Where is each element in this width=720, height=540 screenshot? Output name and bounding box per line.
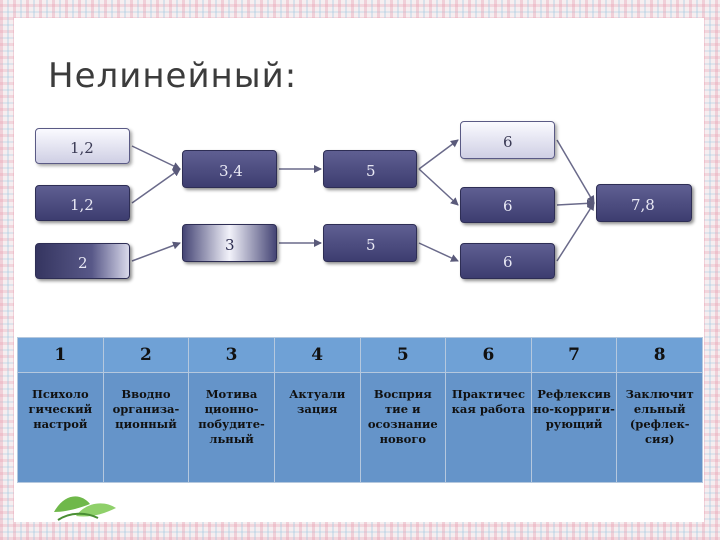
stage-number: 1 [17, 337, 104, 373]
node-label: 2 [78, 254, 88, 272]
stage-name: Восприя тие и осознание нового [359, 372, 447, 483]
node-label: 6 [503, 133, 513, 151]
connector-arrow-c2-d3 [418, 242, 459, 262]
stage-node-2: 2 [35, 243, 130, 279]
stage-node-6-bottom: 6 [460, 243, 555, 279]
stage-name: Практичес кая работа [445, 372, 532, 483]
connector-arrow-a2-b1 [131, 168, 181, 204]
stage-name: Мотива ционно-побудите-льный [188, 372, 275, 483]
stage-node-3: 3 [182, 224, 277, 262]
stage-node-5-top: 5 [323, 150, 417, 188]
stage-number-row: 1 2 3 4 5 6 7 8 [17, 337, 703, 373]
node-label: 1,2 [70, 139, 94, 157]
node-label: 6 [503, 197, 513, 215]
stage-name: Заключит ельный (рефлек-сия) [616, 372, 703, 483]
stage-node-5-bottom: 5 [323, 224, 417, 262]
stage-number: 8 [616, 337, 703, 373]
stage-number: 7 [530, 337, 618, 373]
connector-arrow-c1-d2 [418, 168, 459, 206]
node-label: 1,2 [70, 196, 94, 214]
stage-node-7-8: 7,8 [596, 184, 692, 222]
stage-name-row: Психоло гический настрой Вводно организа… [17, 372, 703, 483]
stage-node-1-2-top: 1,2 [35, 128, 130, 164]
stage-name: Психоло гический настрой [17, 372, 104, 483]
stage-node-3-4: 3,4 [182, 150, 277, 188]
connector-arrow-d3-e1 [556, 202, 595, 262]
decorative-leaf-icon [54, 496, 116, 521]
slide-title: Нелинейный: [48, 56, 298, 96]
stage-number: 6 [445, 337, 532, 373]
connector-arrow-d2-e1 [556, 199, 595, 208]
node-label: 7,8 [631, 196, 655, 214]
stage-number: 3 [188, 337, 275, 373]
node-label: 3,4 [219, 162, 243, 180]
stage-number: 2 [102, 337, 190, 373]
stage-name: Актуали зация [273, 372, 361, 483]
lesson-stages-table: 1 2 3 4 5 6 7 8 Психоло гический настрой… [17, 337, 703, 483]
stage-number: 5 [359, 337, 447, 373]
connector-arrow-d1-e1 [556, 139, 595, 204]
stage-number: 4 [273, 337, 361, 373]
stage-node-6-middle: 6 [460, 187, 555, 223]
connector-arrow-a3-b2 [131, 241, 181, 262]
node-label: 5 [366, 162, 376, 180]
stage-node-1-2-middle: 1,2 [35, 185, 130, 221]
stage-name: Вводно организа-ционный [102, 372, 190, 483]
node-label: 5 [366, 236, 376, 254]
stage-name: Рефлексив но-корриги-рующий [530, 372, 618, 483]
node-label: 3 [225, 236, 235, 254]
stage-node-6-top: 6 [460, 121, 555, 159]
node-label: 6 [503, 253, 513, 271]
connector-arrow-a1-b1 [131, 145, 181, 170]
connector-arrow-c1-d1 [418, 139, 459, 170]
